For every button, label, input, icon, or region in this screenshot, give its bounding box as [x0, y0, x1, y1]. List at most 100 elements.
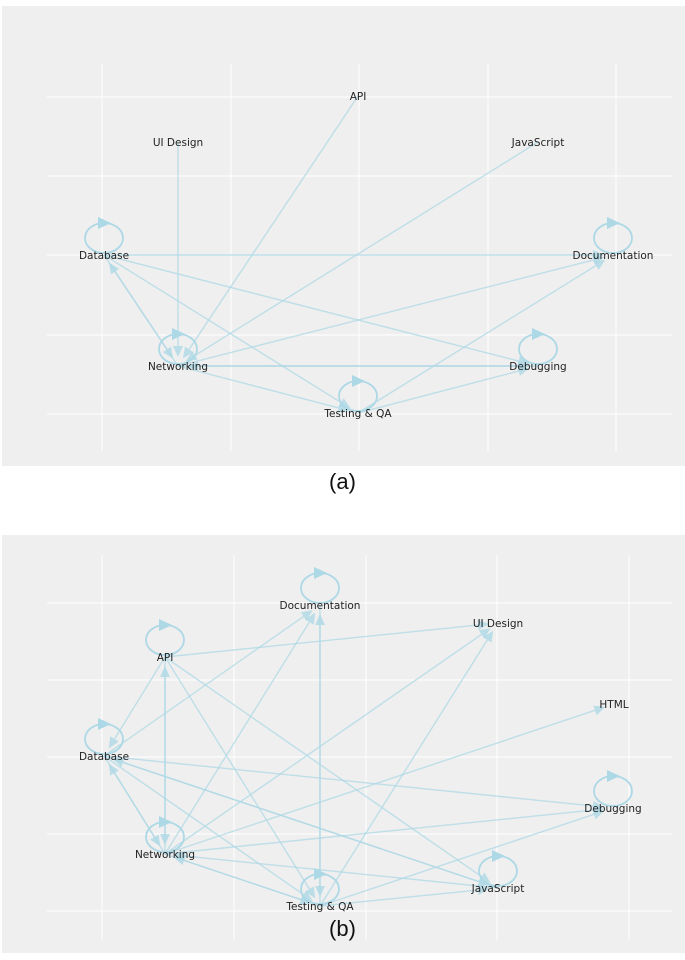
- edge-api-ui: [164, 624, 479, 658]
- node-label-doc: Documentation: [280, 600, 361, 612]
- edge-db-net: [103, 755, 156, 838]
- self-loop-arrowhead: [98, 718, 111, 730]
- node-label-api: API: [350, 91, 367, 103]
- edge-arrowhead: [483, 630, 494, 643]
- self-loop-arrowhead: [172, 328, 185, 340]
- edge-qa-dbg: [319, 813, 595, 907]
- edge-arrowhead: [112, 757, 125, 768]
- edge-arrowhead: [315, 886, 325, 897]
- edge-arrowhead: [173, 346, 183, 357]
- edge-qa-js: [319, 889, 479, 907]
- edge-api-qa: [164, 656, 311, 890]
- edge-arrowhead: [305, 612, 316, 625]
- edge-api-net: [188, 95, 359, 350]
- edge-arrowhead: [478, 628, 491, 639]
- edge-js-db: [122, 761, 499, 889]
- edge-api-db: [113, 656, 166, 740]
- edge-js-net: [184, 855, 499, 889]
- node-label-net: Networking: [148, 361, 208, 373]
- edges: [103, 605, 606, 907]
- edge-net-html: [164, 709, 596, 855]
- node-label-qa: Testing & QA: [285, 901, 354, 913]
- node-label-api: API: [157, 652, 174, 664]
- self-loop-arrowhead: [98, 217, 111, 229]
- edge-arrowhead: [150, 834, 161, 847]
- grid-lines: [47, 555, 672, 940]
- edge-arrowhead: [337, 403, 350, 413]
- edge-arrowhead: [182, 346, 194, 359]
- edge-arrowhead: [173, 851, 186, 862]
- self-loop-db: [84, 222, 124, 254]
- edge-net-db: [114, 271, 179, 367]
- edges: [103, 95, 606, 414]
- self-loop-arrowhead: [314, 567, 327, 579]
- self-loop-arrowhead: [159, 619, 172, 631]
- node-label-doc: Documentation: [573, 250, 654, 262]
- edge-arrowhead: [477, 885, 490, 895]
- grid-lines: [47, 64, 672, 451]
- node-label-dbg: Debugging: [584, 803, 641, 815]
- self-loop-arrowhead: [314, 868, 327, 880]
- self-loop-arrowhead: [607, 217, 620, 229]
- node-label-ui: UI Design: [153, 137, 203, 149]
- edge-qa-doc: [357, 264, 597, 414]
- edge-arrowhead: [517, 366, 530, 376]
- edge-arrowhead: [108, 262, 120, 275]
- edge-arrowhead: [187, 361, 198, 371]
- node-label-js: JavaScript: [471, 883, 525, 895]
- panel-caption-a: (a): [329, 469, 356, 494]
- edge-arrowhead: [305, 886, 316, 899]
- edge-arrowhead: [593, 259, 606, 270]
- self-loop-js: [478, 855, 518, 887]
- edge-api-js: [164, 656, 482, 878]
- self-loop-db: [84, 723, 124, 755]
- edge-arrowhead: [300, 610, 313, 621]
- self-loop-qa: [338, 380, 378, 412]
- self-loop-arrowhead: [607, 770, 620, 782]
- edge-db-doc: [103, 615, 305, 757]
- edge-net-dbg: [164, 809, 594, 855]
- edge-net-doc: [177, 259, 594, 367]
- self-loop-dbg: [593, 775, 633, 807]
- node-label-html: HTML: [599, 699, 628, 711]
- self-loop-dbg: [518, 333, 558, 365]
- self-loop-arrowhead: [352, 375, 365, 387]
- edge-db-dbg: [103, 254, 519, 362]
- self-loop-arrowhead: [492, 850, 505, 862]
- node-label-js: JavaScript: [511, 137, 565, 149]
- self-loop-arrowhead: [532, 328, 545, 340]
- edge-db-qa: [103, 254, 342, 404]
- self-loop-doc: [300, 572, 340, 604]
- node-label-net: Networking: [135, 849, 195, 861]
- node-label-dbg: Debugging: [509, 361, 566, 373]
- edge-db-qa: [103, 755, 304, 896]
- self-loop-api: [145, 624, 185, 656]
- node-label-ui: UI Design: [473, 618, 523, 630]
- self-loop-doc: [593, 222, 633, 254]
- edge-net-ui: [164, 633, 482, 855]
- edge-arrowhead: [477, 620, 490, 631]
- panel-caption-b: (b): [329, 916, 356, 941]
- edge-net-doc: [164, 621, 311, 855]
- edge-arrowhead: [185, 351, 198, 362]
- edge-arrowhead: [593, 705, 606, 716]
- edge-qa-dbg: [357, 370, 519, 414]
- edge-db-dbg: [103, 755, 594, 807]
- edge-net-qa: [177, 365, 339, 409]
- edge-qa-net: [183, 859, 321, 907]
- edge-arrowhead: [592, 809, 605, 820]
- edge-qa-ui: [319, 639, 488, 907]
- node-label-db: Database: [79, 250, 129, 262]
- self-loop-arrowhead: [159, 816, 172, 828]
- node-label-db: Database: [79, 751, 129, 763]
- edge-arrowhead: [108, 736, 119, 749]
- node-label-qa: Testing & QA: [323, 408, 392, 420]
- edge-arrowhead: [160, 666, 170, 677]
